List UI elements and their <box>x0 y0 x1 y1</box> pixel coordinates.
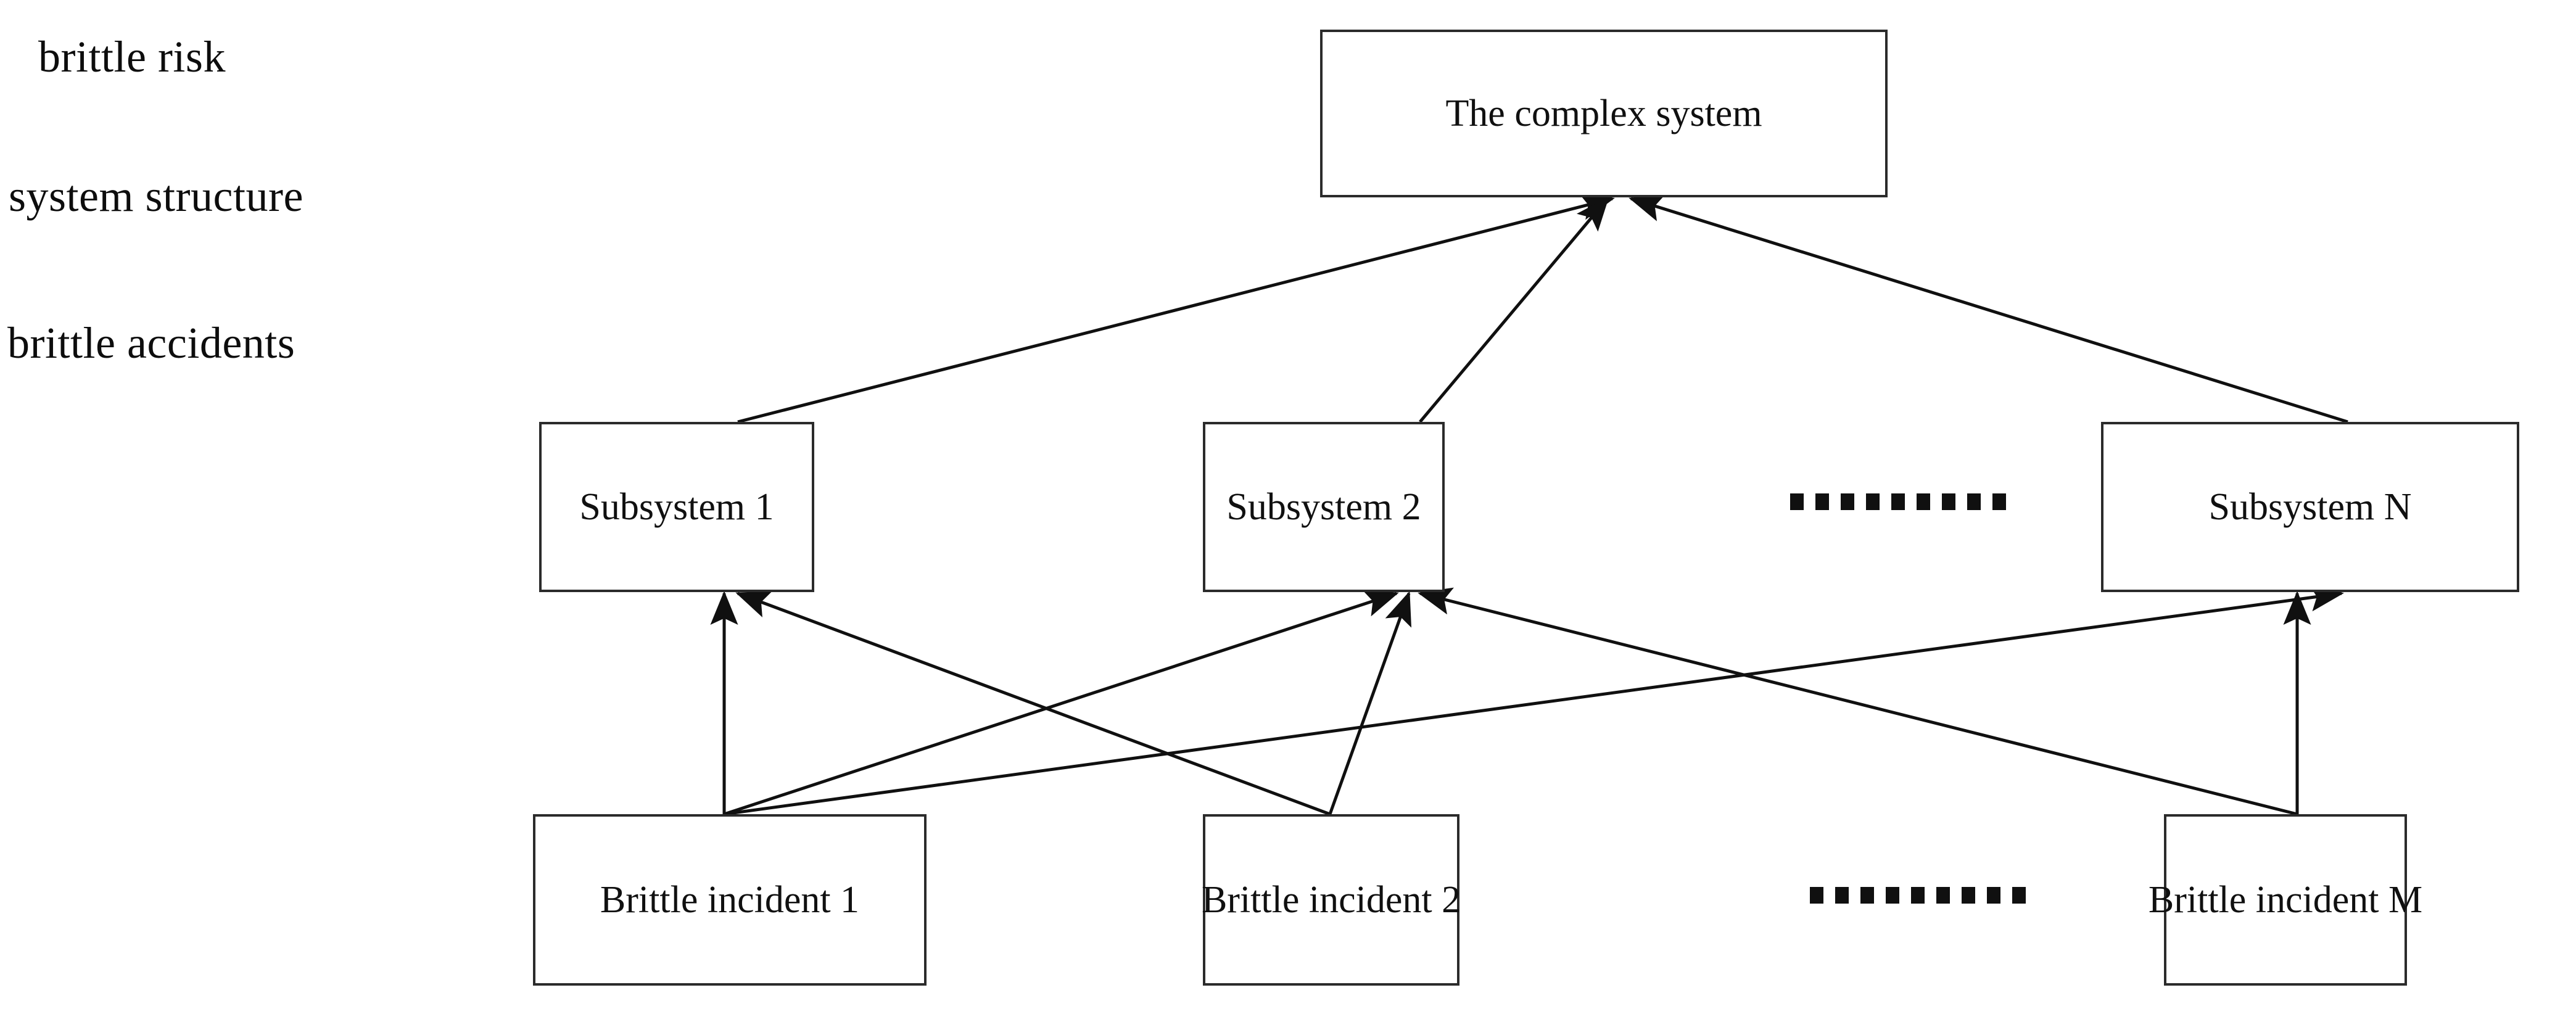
row-label-brittle-risk: brittle risk <box>38 32 226 81</box>
edge-incm-to-sub2 <box>1418 587 2298 816</box>
node-subsystem-n[interactable]: Subsystem N <box>2101 422 2519 592</box>
ellipsis-dot <box>1962 887 1975 904</box>
node-brittle-incident-m[interactable]: Brittle incident M <box>2149 814 2422 986</box>
edge-inc1-to-sub2 <box>724 590 1399 816</box>
subsystem-ellipsis-icon <box>1790 493 2006 510</box>
ellipsis-dot <box>1967 493 1981 510</box>
ellipsis-dot <box>1860 887 1874 904</box>
node-label-brittle-incident-1: Brittle incident 1 <box>600 878 860 921</box>
ellipsis-dot <box>1992 493 2006 510</box>
node-label-complex-system: The complex system <box>1445 92 1762 134</box>
node-label-brittle-incident-m: Brittle incident M <box>2148 878 2423 921</box>
row-label-system-structure: system structure <box>9 171 303 221</box>
ellipsis-dot <box>1942 493 1955 510</box>
node-label-subsystem-n: Subsystem N <box>2208 485 2412 528</box>
ellipsis-dot <box>1841 493 1854 510</box>
ellipsis-dot <box>1790 493 1804 510</box>
ellipsis-dot <box>1891 493 1905 510</box>
edge-inc1-to-subn <box>724 583 2344 816</box>
edge-inc2-to-sub1 <box>735 591 1331 816</box>
ellipsis-dot <box>1815 493 1829 510</box>
node-complex-system[interactable]: The complex system <box>1320 30 1888 197</box>
ellipsis-dot <box>1810 887 1823 904</box>
node-label-subsystem-1: Subsystem 1 <box>579 485 774 528</box>
node-label-brittle-incident-2: Brittle incident 2 <box>1201 878 1461 921</box>
ellipsis-dot <box>1987 887 2000 904</box>
ellipsis-dot <box>1835 887 1849 904</box>
edge-inc2-to-sub2 <box>1328 591 1412 815</box>
node-subsystem-1[interactable]: Subsystem 1 <box>539 422 814 592</box>
ellipsis-dot <box>1886 887 1899 904</box>
node-label-subsystem-2: Subsystem 2 <box>1226 485 1421 528</box>
ellipsis-dot <box>1911 887 1925 904</box>
ellipsis-dot <box>1866 493 1880 510</box>
ellipsis-dot <box>2012 887 2026 904</box>
row-label-brittle-accidents: brittle accidents <box>7 318 295 368</box>
edge-subn-to-system <box>1629 194 2348 424</box>
incident-ellipsis-icon <box>1810 887 2026 904</box>
node-brittle-incident-2[interactable]: Brittle incident 2 <box>1201 814 1461 986</box>
ellipsis-dot <box>1936 887 1950 904</box>
edge-sub1-to-system <box>737 192 1615 424</box>
node-brittle-incident-1[interactable]: Brittle incident 1 <box>533 814 927 986</box>
ellipsis-dot <box>1917 493 1930 510</box>
edge-sub2-to-system <box>1419 196 1609 423</box>
node-subsystem-2[interactable]: Subsystem 2 <box>1203 422 1445 592</box>
